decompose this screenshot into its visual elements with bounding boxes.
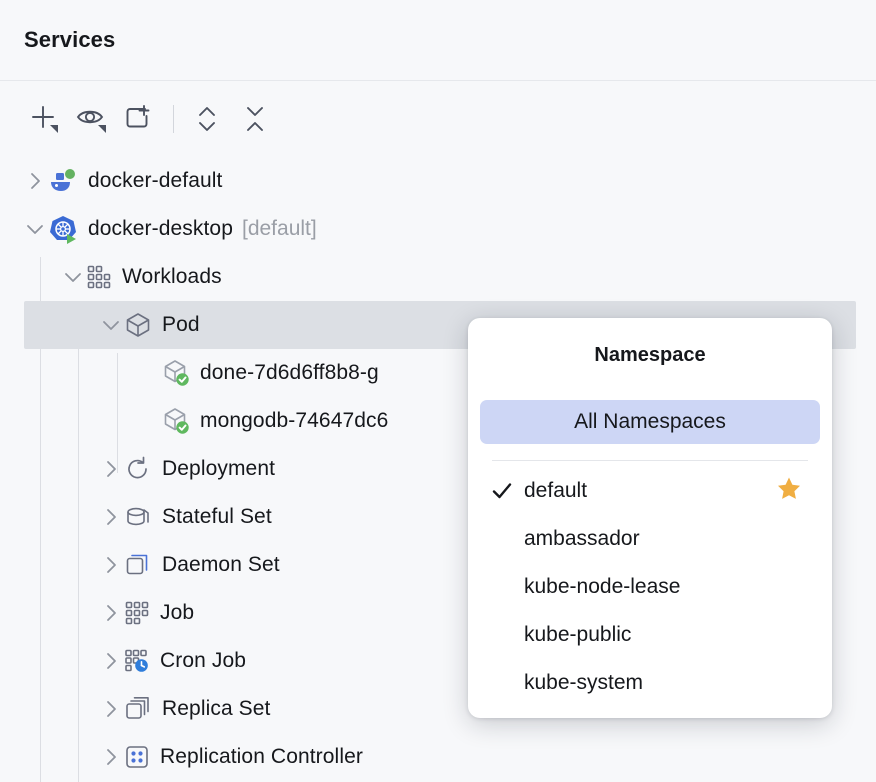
workloads-grid-icon [86, 264, 112, 290]
tree-row-label: Pod [162, 313, 200, 336]
chevron-right-icon[interactable] [98, 504, 124, 530]
daemon-set-icon [124, 551, 152, 579]
tree-row-label: Workloads [122, 265, 222, 288]
tree-row[interactable]: docker-desktop [default] [0, 205, 876, 253]
chevron-right-icon[interactable] [98, 600, 124, 626]
kubernetes-running-icon [48, 214, 78, 244]
namespace-option[interactable]: kube-system [480, 662, 820, 704]
pod-cube-icon [124, 311, 152, 339]
tree-row-sublabel: [default] [241, 217, 317, 240]
add-tab-icon [123, 102, 157, 136]
namespace-option[interactable]: ambassador [480, 518, 820, 560]
collapse-all-button[interactable] [231, 97, 279, 141]
namespace-option-label: default [524, 479, 588, 502]
chevron-right-icon[interactable] [22, 168, 48, 194]
services-tree: docker-default docker-desktop [default] [0, 157, 876, 782]
tree-row[interactable]: Job [0, 589, 876, 637]
tree-row-label: Deployment [162, 457, 276, 480]
tree-row[interactable]: Daemon Set [0, 541, 876, 589]
indent-guide [40, 257, 41, 782]
tree-row-label: mongodb-74647dc6 [200, 409, 389, 432]
tree-row-label: docker-default [88, 169, 223, 192]
chevron-updown-icon [192, 102, 222, 136]
chevron-spacer [136, 408, 162, 434]
tree-row[interactable]: Cron Job [0, 637, 876, 685]
namespace-option[interactable]: kube-public [480, 614, 820, 656]
chevron-right-icon[interactable] [98, 552, 124, 578]
popup-title: Namespace [594, 344, 706, 366]
tree-row-label: Replica Set [162, 697, 271, 720]
check-icon [480, 479, 524, 503]
popup-divider [492, 460, 808, 461]
chevron-down-icon[interactable] [60, 264, 86, 290]
chevron-right-icon[interactable] [98, 648, 124, 674]
plus-dropdown-icon [27, 102, 61, 136]
tree-row-label: Replication Controller [160, 745, 363, 768]
tree-row-label: Stateful Set [162, 505, 272, 528]
namespace-all-label: All Namespaces [574, 410, 726, 433]
replica-set-icon [124, 695, 152, 723]
namespace-option-label: kube-system [524, 671, 644, 694]
tree-row-label: done-7d6d6ff8b8-g [200, 361, 379, 384]
chevron-down-icon[interactable] [22, 216, 48, 242]
toolbar [0, 81, 876, 157]
tree-row-label: docker-desktop [88, 217, 233, 240]
tree-row-label: Cron Job [160, 649, 247, 672]
indent-guide [117, 353, 118, 473]
stateful-set-db-icon [124, 503, 152, 531]
job-grid-icon [124, 600, 150, 626]
docker-whale-icon [48, 166, 78, 196]
tree-row[interactable]: docker-default [0, 157, 876, 205]
tool-window-header: Services [0, 0, 876, 81]
namespace-option[interactable]: kube-node-lease [480, 566, 820, 608]
tree-row[interactable]: mongodb-74647dc6 [0, 397, 876, 445]
namespace-option[interactable]: default [480, 470, 820, 512]
chevron-down-icon[interactable] [98, 312, 124, 338]
add-service-button[interactable] [20, 97, 68, 141]
show-hide-button[interactable] [68, 97, 116, 141]
namespace-option-label: kube-node-lease [524, 575, 681, 598]
tree-row-label: Job [160, 601, 195, 624]
namespace-option-label: kube-public [524, 623, 632, 646]
tree-row[interactable]: done-7d6d6ff8b8-g [0, 349, 876, 397]
eye-dropdown-icon [75, 102, 109, 136]
replication-controller-icon [124, 744, 150, 770]
tree-row[interactable]: Stateful Set [0, 493, 876, 541]
new-tab-button[interactable] [116, 97, 164, 141]
namespace-option-label: ambassador [524, 527, 640, 550]
pod-running-icon [162, 407, 190, 435]
namespace-option-all[interactable]: All Namespaces [480, 400, 820, 444]
star-icon[interactable] [776, 476, 802, 507]
indent-guide [78, 305, 79, 782]
namespace-popup: Namespace All Namespaces default ambassa… [468, 318, 832, 718]
chevron-right-icon[interactable] [98, 456, 124, 482]
chevron-spacer [136, 360, 162, 386]
chevron-right-icon[interactable] [98, 744, 124, 770]
pod-running-icon [162, 359, 190, 387]
page-title: Services [24, 27, 116, 52]
tree-row[interactable]: Deployment [0, 445, 876, 493]
tree-row-label: Daemon Set [162, 553, 280, 576]
tree-row[interactable]: Replica Set [0, 685, 876, 733]
deployment-refresh-icon [124, 455, 152, 483]
tree-row[interactable]: Replication Controller [0, 733, 876, 781]
expand-collapse-button[interactable] [183, 97, 231, 141]
chevron-right-icon[interactable] [98, 696, 124, 722]
cron-job-clock-icon [124, 648, 150, 674]
tree-row[interactable]: Workloads [0, 253, 876, 301]
collapse-all-icon [240, 102, 270, 136]
toolbar-separator [173, 105, 174, 133]
